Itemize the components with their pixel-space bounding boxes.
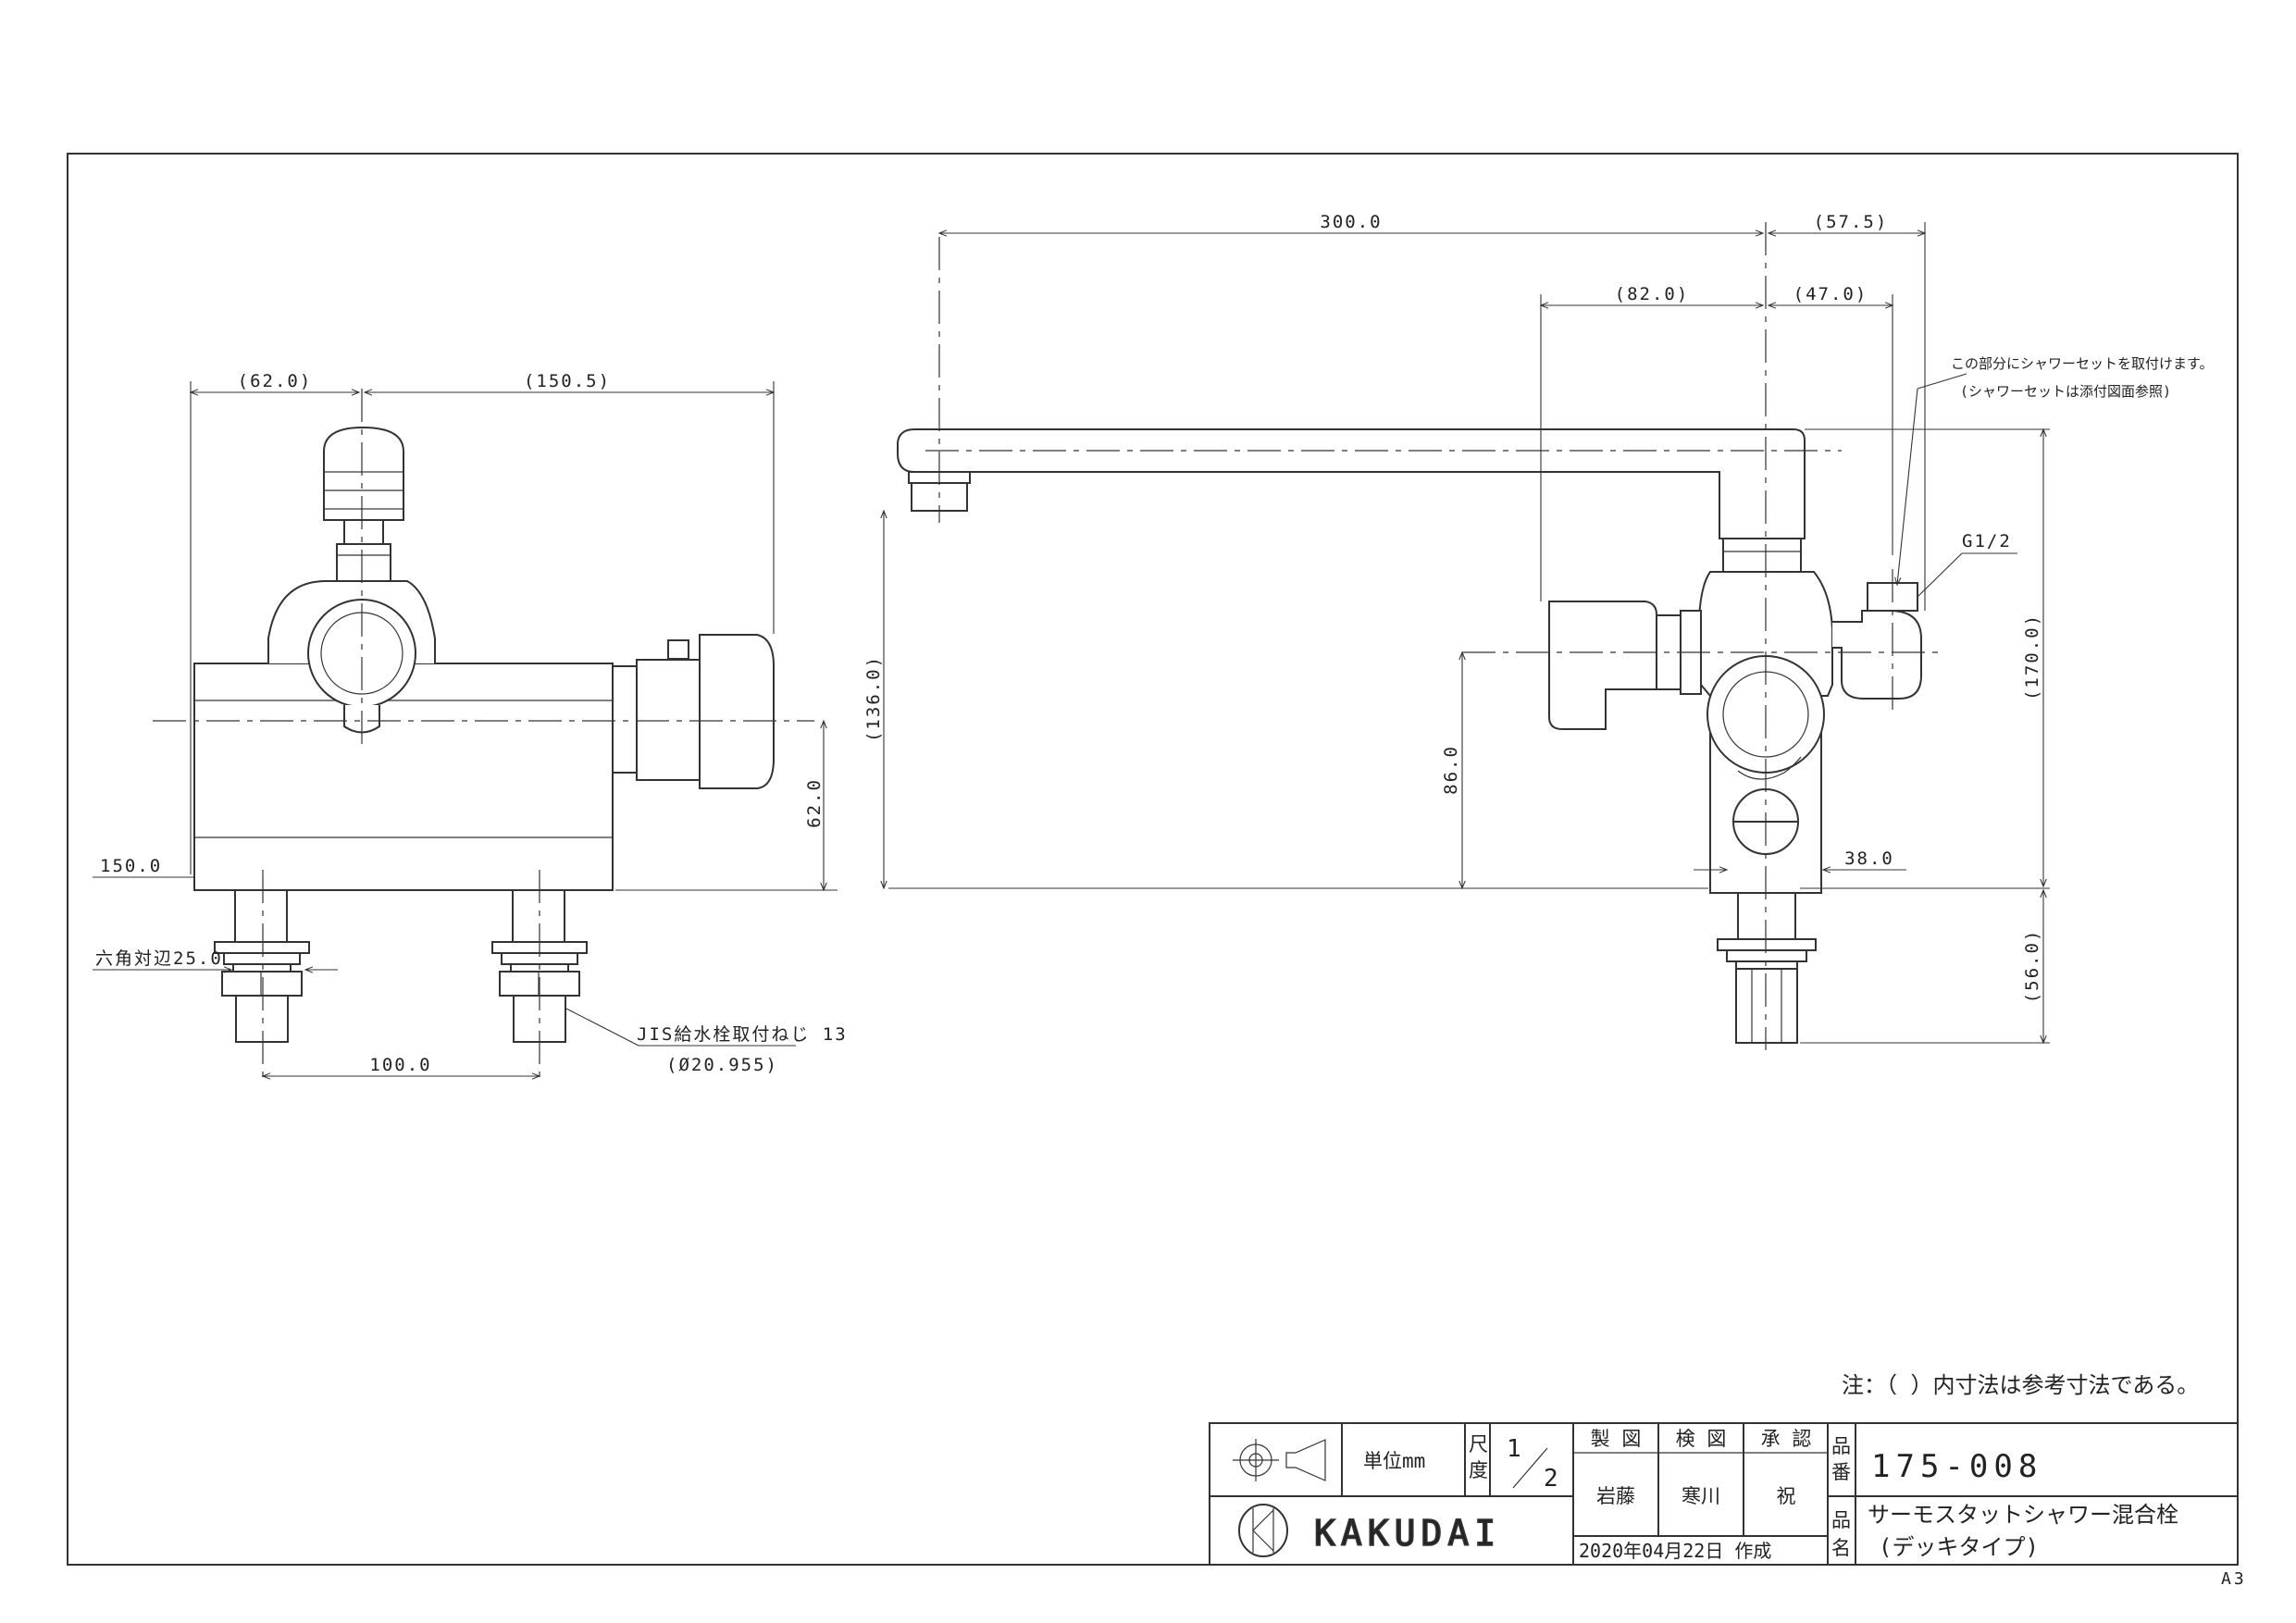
- drawing-frame: [67, 153, 2239, 1566]
- dim-side-47: (47.0): [1793, 284, 1868, 304]
- product-name-line1: サーモスタットシャワー混合栓: [1868, 1502, 2178, 1528]
- front-body: [193, 663, 614, 891]
- scale-num: 1: [1507, 1435, 1521, 1463]
- front-view: (62.0) (150.5) 150.0 62.0 六角対辺25.0 100.0…: [93, 371, 848, 1083]
- dim-front-top-right: (150.5): [524, 371, 611, 391]
- scale-label-1: 尺: [1469, 1433, 1488, 1456]
- front-top-nut: [336, 543, 391, 582]
- footnote: 注：（ ）内寸法は参考寸法である。: [1842, 1372, 2199, 1398]
- dim-front-thread-diam: (Ø20.955): [666, 1055, 778, 1075]
- front-right-collar: [612, 665, 638, 774]
- title-block: 単位mm 尺 度 1 2 製 図 検 図 承 認 岩藤 寒川 祝 2020年04…: [1209, 1422, 2239, 1566]
- dim-side-82: (82.0): [1615, 284, 1690, 304]
- made-by: 岩藤: [1596, 1485, 1635, 1507]
- side-supply-leg: [1717, 892, 1817, 1044]
- dim-side-g12: G1/2: [1962, 531, 2012, 551]
- side-left-handle: [1548, 601, 1657, 730]
- date-created: 2020年04月22日 作成: [1579, 1540, 1771, 1562]
- dim-front-thread-label: JIS給水栓取付ねじ 13: [637, 1024, 848, 1045]
- unit-label: 単位mm: [1363, 1450, 1425, 1472]
- dim-side-170: (170.0): [2022, 613, 2042, 700]
- kakudai-logo-icon: [1238, 1504, 1288, 1557]
- dim-side-86: 86.0: [1441, 745, 1461, 795]
- dim-side-38: 38.0: [1844, 849, 1894, 869]
- side-outlet-elbow: [1832, 610, 1922, 700]
- name-label-2: 名: [1831, 1537, 1851, 1559]
- checked-label: 検 図: [1676, 1428, 1727, 1450]
- dim-front-62: 62.0: [804, 778, 825, 828]
- side-note-line1: この部分にシャワーセットを取付けます。: [1951, 355, 2214, 372]
- projection-symbol-icon: [1233, 1439, 1326, 1481]
- dim-side-57-5: (57.5): [1814, 212, 1889, 232]
- dim-side-300: 300.0: [1320, 212, 1382, 232]
- scale-den: 2: [1544, 1465, 1558, 1493]
- logo-text: KAKUDAI: [1314, 1513, 1501, 1554]
- name-label-1: 品: [1831, 1509, 1851, 1531]
- side-view: 300.0 (57.5) (82.0) (47.0) (136.0) 86.0 …: [863, 212, 2214, 1050]
- front-supply-leg-left: [214, 889, 310, 1043]
- part-no: 175-008: [1871, 1448, 2042, 1485]
- dim-side-136: (136.0): [863, 655, 884, 742]
- sheet-size: A3: [2221, 1569, 2247, 1589]
- scale-label-2: 度: [1469, 1459, 1488, 1481]
- part-no-label-1: 品: [1831, 1435, 1851, 1457]
- made-label: 製 図: [1591, 1428, 1642, 1450]
- checked-by: 寒川: [1682, 1485, 1720, 1507]
- part-no-label-2: 番: [1831, 1461, 1851, 1483]
- approved-by: 祝: [1777, 1485, 1796, 1507]
- dim-side-56: (56.0): [2022, 929, 2042, 1004]
- product-name-line2: (デッキタイプ): [1879, 1534, 2039, 1560]
- dim-front-pitch: 100.0: [369, 1055, 431, 1075]
- front-right-handle: [699, 634, 775, 789]
- side-note-line2: (シャワーセットは添付図面参照): [1960, 383, 2171, 400]
- front-top-handle: [323, 426, 404, 521]
- dim-front-hex: 六角対辺25.0: [95, 948, 223, 969]
- dim-front-top-left: (62.0): [238, 371, 313, 391]
- approved-label: 承 認: [1761, 1428, 1812, 1450]
- side-spout: [897, 428, 1806, 539]
- dim-front-150: 150.0: [100, 856, 162, 876]
